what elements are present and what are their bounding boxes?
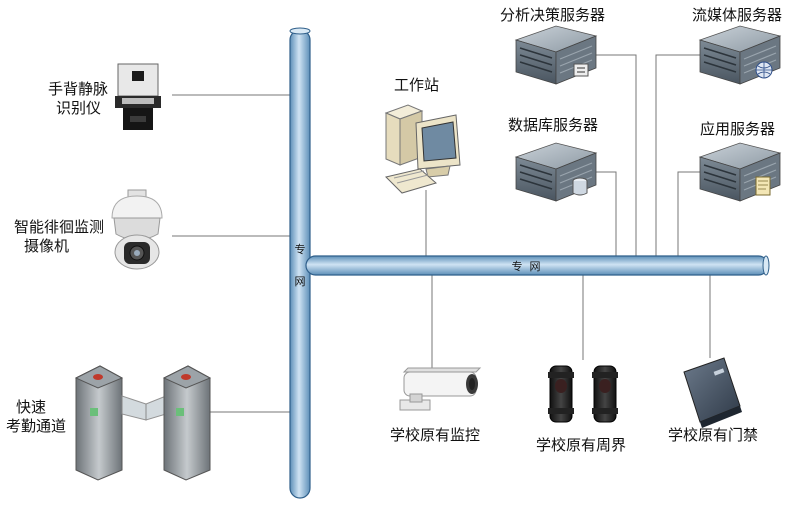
workstation-pc-icon: [384, 104, 461, 194]
database-server-label: 数据库服务器: [508, 116, 599, 134]
dome-camera-icon: [111, 189, 163, 270]
card-reader-icon: [683, 357, 742, 428]
streaming-server-icon: [699, 25, 781, 85]
access-control-label: 学校原有门禁: [668, 426, 759, 444]
connection-lines: [172, 54, 711, 413]
perimeter-label: 学校原有周界: [536, 436, 627, 454]
monitoring-label: 学校原有监控: [390, 426, 481, 444]
infrared-beam-icon: [548, 365, 618, 423]
line-analysis-server: [596, 54, 637, 256]
line-database-server: [596, 171, 617, 256]
turnstile-gate-icon: [74, 365, 212, 481]
vein-reader-label-line1: 手背静脉: [48, 80, 109, 98]
vertical-bus-label-2: 网: [295, 275, 306, 288]
horizontal-bus-label: 专 网: [512, 259, 541, 273]
analysis-server-icon: [515, 25, 597, 85]
analysis-server-label: 分析决策服务器: [500, 6, 606, 24]
vein-scanner-icon: [115, 63, 161, 130]
line-app-server: [677, 171, 702, 256]
vein-reader-label-line2: 识别仪: [56, 99, 102, 117]
horizontal-bus-pipe: [305, 255, 770, 276]
app-server-icon: [699, 142, 781, 202]
turnstile-label-line1: 快速: [16, 398, 47, 416]
camera-label-line1: 智能徘徊监测: [14, 218, 105, 236]
camera-label-line2: 摄像机: [24, 237, 70, 255]
bullet-camera-icon: [399, 367, 482, 411]
database-server-icon: [515, 142, 597, 202]
line-streaming-server: [655, 54, 702, 256]
turnstile-label-line2: 考勤通道: [6, 417, 67, 435]
streaming-server-label: 流媒体服务器: [692, 6, 783, 24]
app-server-label: 应用服务器: [700, 120, 776, 138]
workstation-label: 工作站: [394, 76, 440, 94]
vertical-bus-label-1: 专: [295, 242, 306, 256]
